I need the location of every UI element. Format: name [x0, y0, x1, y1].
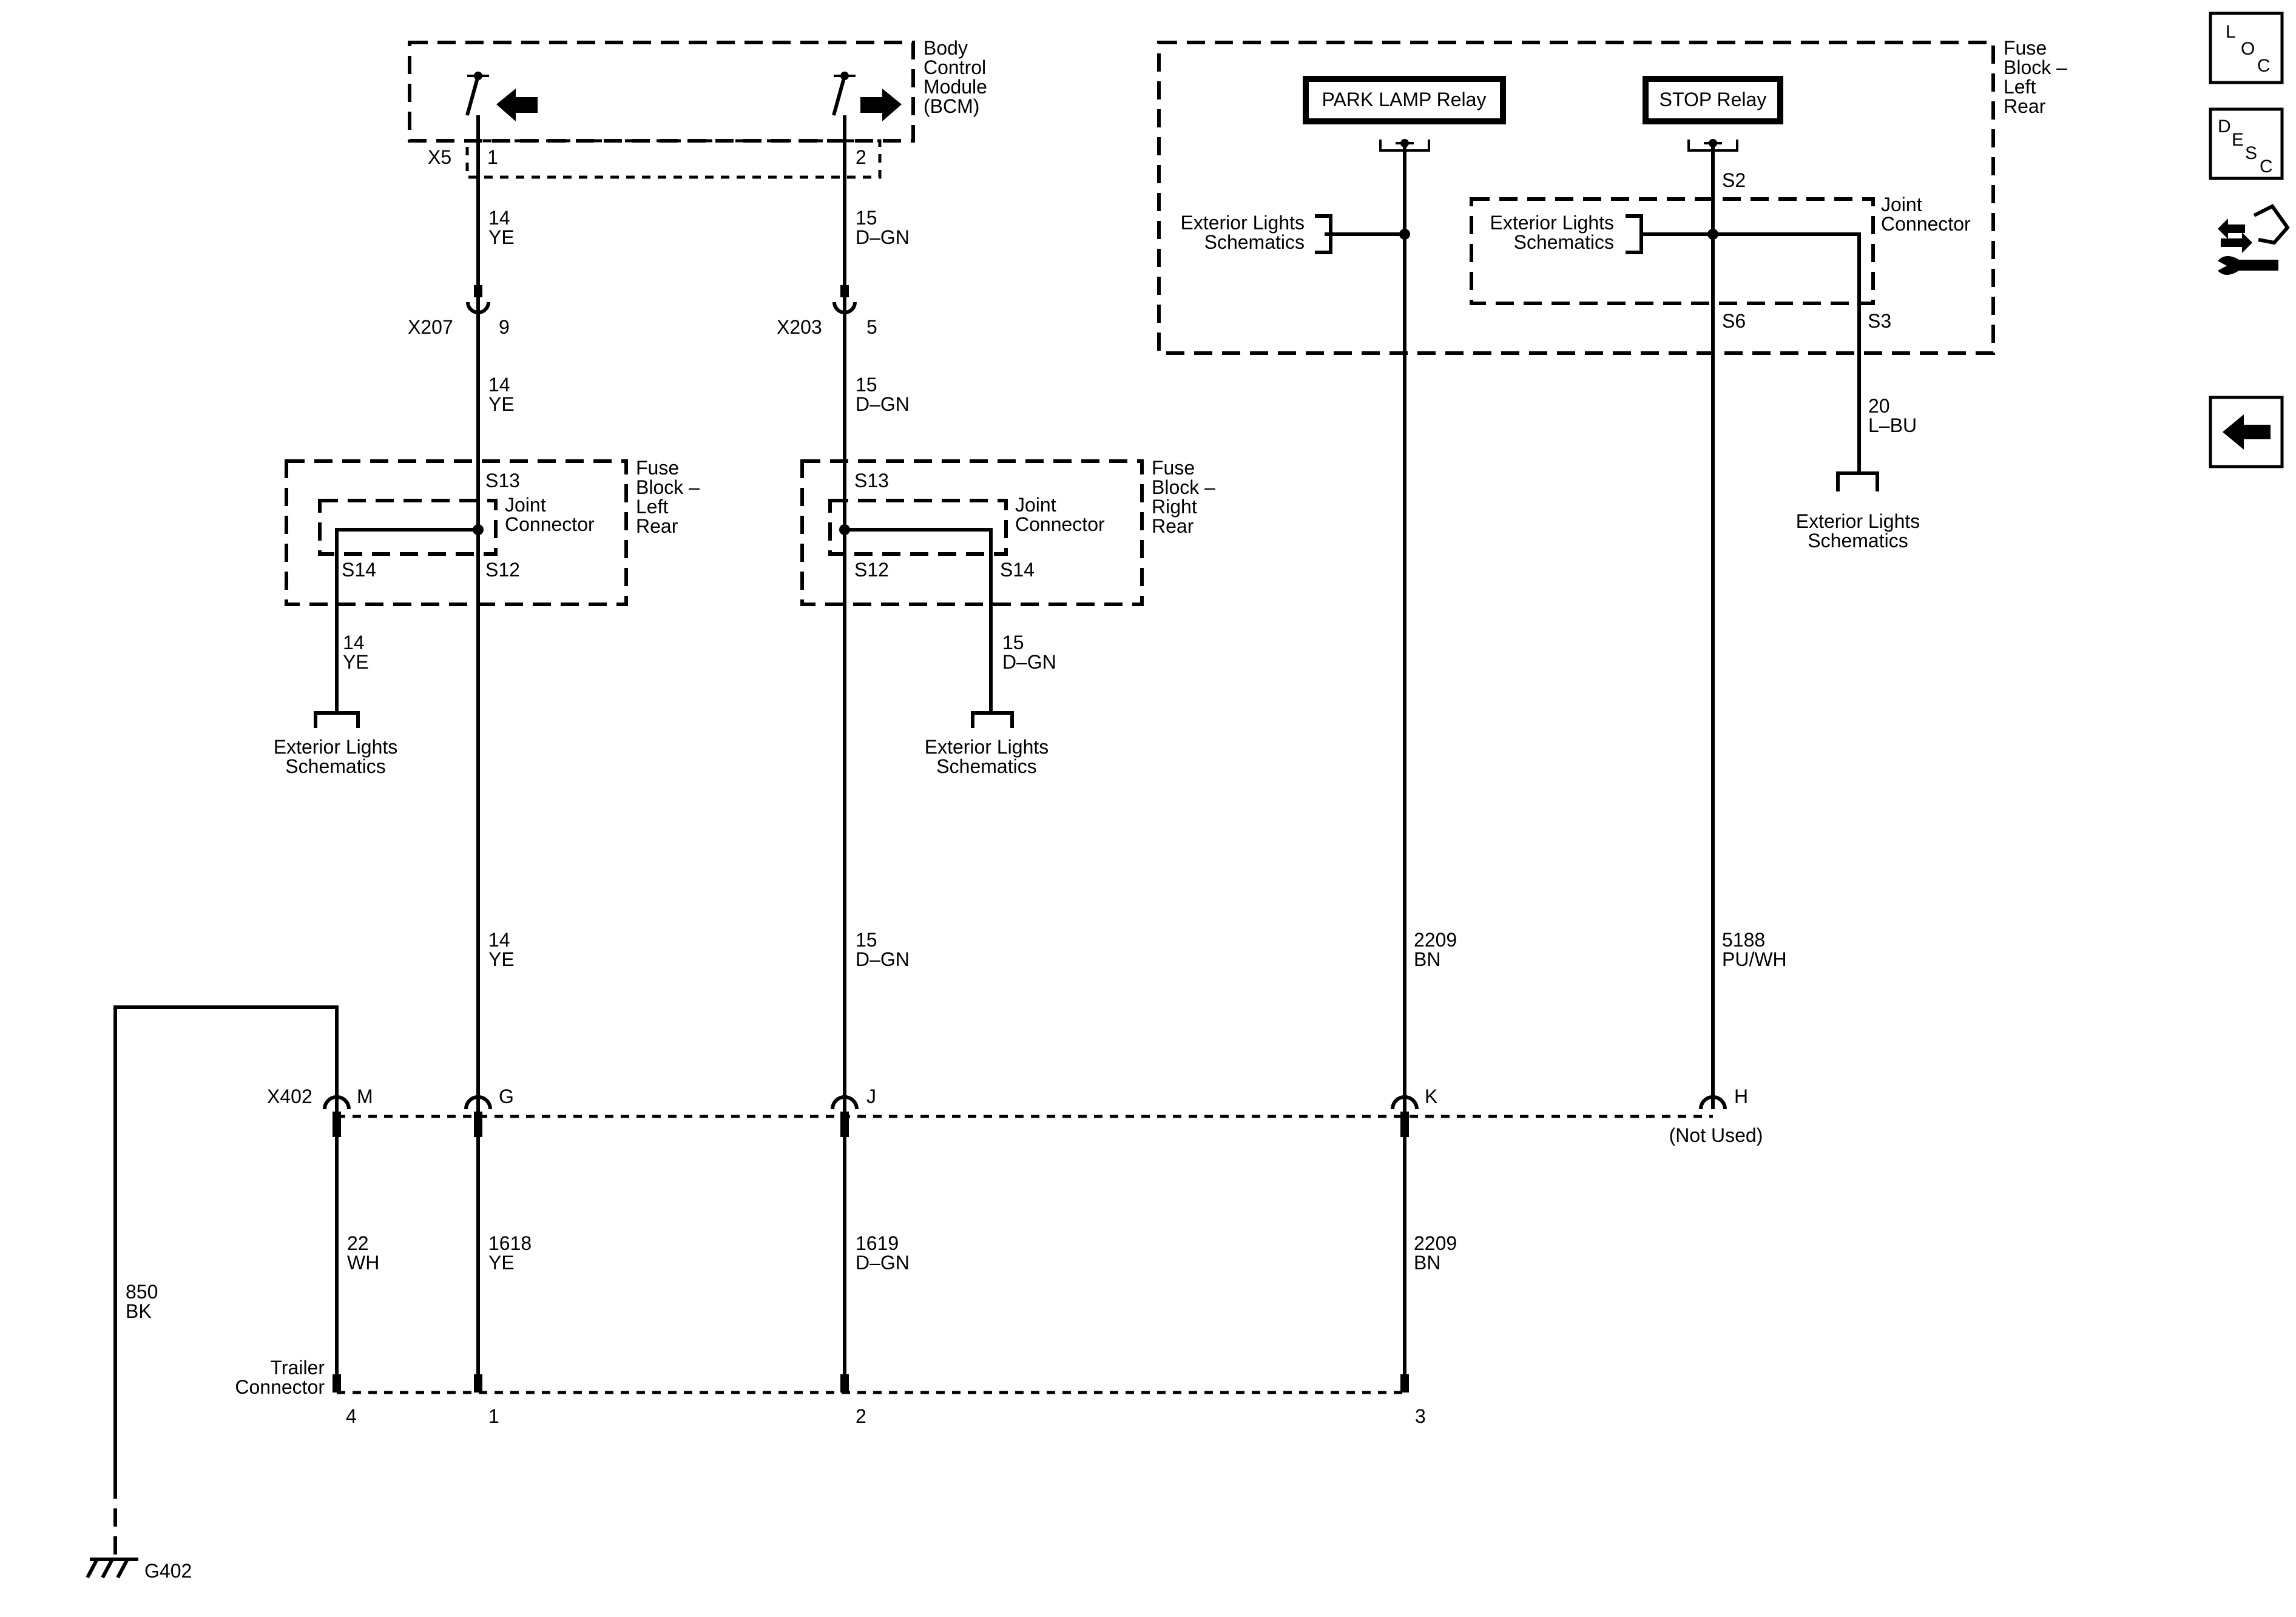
ground-label: G402 — [144, 1560, 192, 1582]
s12-left-label: S12 — [485, 559, 520, 581]
park-lamp-relay-label: PARK LAMP Relay — [1322, 89, 1487, 110]
back-arrow-icon — [2223, 414, 2271, 450]
bcm-output-switch — [832, 72, 856, 130]
stop-s2-label: S2 — [1722, 169, 1746, 191]
ext-lights-terminal-right — [971, 711, 1014, 728]
back-button[interactable] — [2209, 396, 2284, 468]
x203-pin-5: 5 — [866, 316, 877, 338]
loc-icon-o: O — [2241, 39, 2255, 59]
trailer-connector-pins — [333, 1374, 1409, 1393]
x402-label: X402 — [267, 1085, 312, 1107]
desc-icon-d: D — [2218, 116, 2231, 137]
park-lamp-relay-box — [1303, 76, 1506, 124]
tc-pin-1: 1 — [488, 1405, 499, 1427]
x5-pin-2: 2 — [856, 146, 866, 168]
stop-relay-label: STOP Relay — [1660, 89, 1767, 110]
x207-terminal — [466, 302, 490, 314]
x402-pin-m: M — [357, 1085, 373, 1107]
input-arrow-icon — [496, 89, 538, 121]
x402-pin-h: H — [1734, 1085, 1748, 1107]
desc-button[interactable]: D E S C — [2209, 107, 2284, 180]
tc-pin-2: 2 — [856, 1405, 866, 1427]
loc-icon-c: C — [2257, 56, 2271, 76]
s13-left-label: S13 — [485, 470, 520, 491]
desc-icon-c: C — [2260, 157, 2273, 177]
park-ext-lights-bracket — [1315, 214, 1332, 254]
tc-pin-4: 4 — [346, 1405, 357, 1427]
tc-pin-3: 3 — [1415, 1405, 1426, 1427]
ext-lights-terminal-stop — [1836, 471, 1879, 491]
circuit-850-ground — [113, 1005, 339, 1480]
s13-right-label: S13 — [854, 470, 889, 491]
ext-lights-terminal-left — [314, 711, 360, 728]
output-arrow-icon — [860, 89, 902, 121]
bcm-enclosure — [408, 41, 915, 143]
x402-terminals — [323, 1095, 1727, 1137]
x207-label: X207 — [408, 316, 453, 338]
connector-wrench-icon[interactable] — [2218, 204, 2290, 275]
not-used-label: (Not Used) — [1669, 1124, 1763, 1146]
x5-connector-outline — [465, 139, 882, 179]
loc-icon-l: L — [2226, 22, 2236, 42]
loc-button[interactable]: L O C — [2209, 12, 2284, 84]
x402-pin-j: J — [866, 1085, 876, 1107]
x5-pin-1: 1 — [487, 146, 498, 168]
s12-right-label: S12 — [854, 559, 889, 581]
stop-s6-label: S6 — [1722, 310, 1746, 332]
x203-terminal — [832, 302, 857, 314]
fuse-block-left-rear-top-enclosure — [1157, 41, 1995, 355]
x203-label: X203 — [777, 316, 822, 338]
joint-connector-right-enclosure — [828, 499, 1008, 556]
fuse-block-right-rear-enclosure — [800, 459, 1144, 606]
desc-icon-e: E — [2232, 130, 2244, 150]
s14-left-label: S14 — [342, 559, 376, 581]
left-splice-branch — [335, 528, 478, 713]
ground-symbol-icon — [86, 1558, 138, 1579]
x402-pin-k: K — [1425, 1085, 1437, 1107]
joint-connector-left-enclosure — [318, 499, 498, 556]
stop-relay-box — [1643, 76, 1783, 124]
x5-label: X5 — [428, 146, 451, 168]
s14-right-label: S14 — [1000, 559, 1035, 581]
stop-s3-label: S3 — [1868, 310, 1891, 332]
right-splice-branch — [845, 528, 993, 713]
fuse-block-left-rear-enclosure — [285, 459, 628, 606]
x207-pin-9: 9 — [499, 316, 510, 338]
desc-icon-s: S — [2245, 143, 2257, 163]
stop-ext-lights-bracket — [1626, 214, 1643, 254]
bcm-input-switch — [465, 72, 489, 130]
x402-pin-g: G — [499, 1085, 514, 1107]
stop-joint-connector-enclosure — [1470, 197, 1875, 305]
